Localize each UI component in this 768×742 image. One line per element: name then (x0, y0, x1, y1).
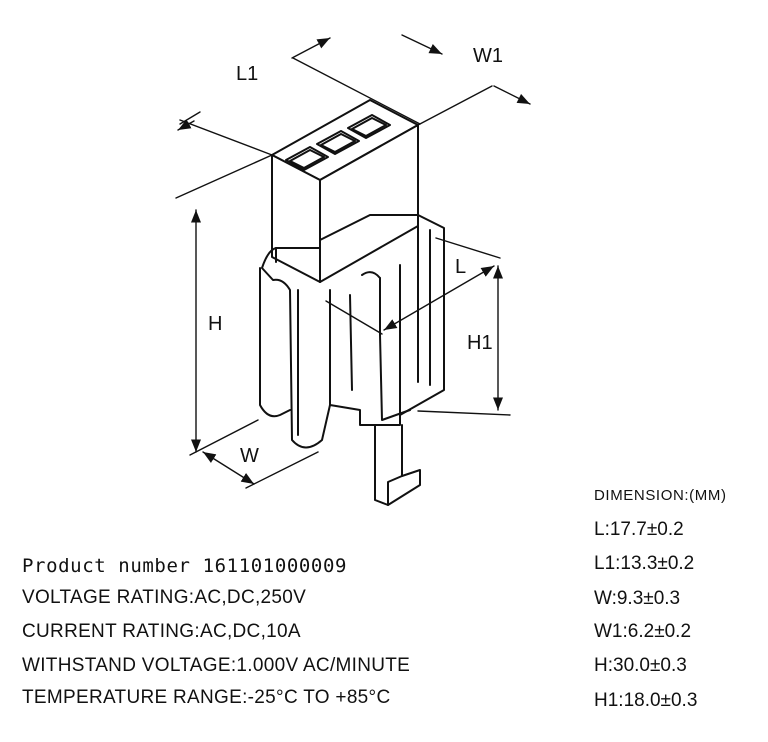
label-l1: L1 (236, 63, 258, 85)
housing-body (259, 214, 445, 506)
dimension-row-w1: W1:6.2±0.2 (594, 621, 692, 642)
temperature-range: TEMPERATURE RANGE:-25°C TO +85°C (22, 687, 391, 708)
label-h: H (208, 313, 222, 335)
dimension-row-h: H:30.0±0.3 (594, 655, 687, 676)
label-w1: W1 (473, 45, 503, 67)
housing-top (271, 99, 419, 283)
product-number: Product number 161101000009 (22, 555, 348, 577)
dimension-arrows (177, 34, 531, 485)
voltage-rating: VOLTAGE RATING:AC,DC,250V (22, 587, 307, 608)
label-l: L (455, 256, 466, 278)
dimension-row-l1: L1:13.3±0.2 (594, 553, 695, 574)
dimension-row-h1: H1:18.0±0.3 (594, 690, 698, 711)
dimension-row-w: W:9.3±0.3 (594, 588, 681, 609)
current-rating: CURRENT RATING:AC,DC,10A (22, 621, 301, 642)
label-h1: H1 (467, 332, 493, 354)
dimension-title: DIMENSION:(MM) (594, 487, 727, 504)
dimension-row-l: L:17.7±0.2 (594, 519, 684, 540)
withstand-voltage: WITHSTAND VOLTAGE:1.000V AC/MINUTE (22, 655, 411, 676)
label-w: W (240, 445, 259, 467)
